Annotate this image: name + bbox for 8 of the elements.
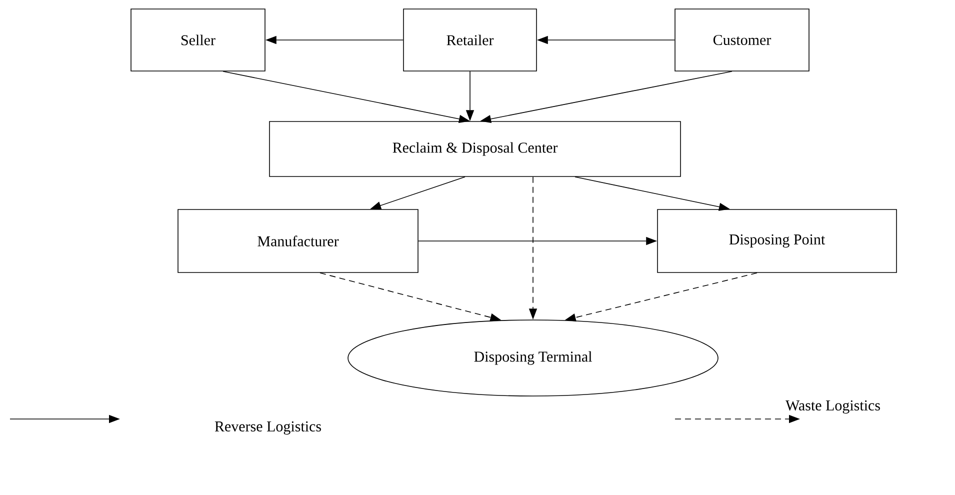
process-box: Reclaim & Disposal Center	[269, 121, 681, 177]
process-box: Retailer	[403, 8, 537, 72]
legend-label: Reverse Logistics	[214, 421, 321, 435]
process-box: Manufacturer	[178, 209, 418, 273]
process-box: Customer	[674, 8, 810, 72]
legend-label: Waste Logistics	[786, 400, 880, 414]
process-box: Seller	[130, 8, 266, 72]
process-box: Disposing Point	[657, 209, 897, 273]
